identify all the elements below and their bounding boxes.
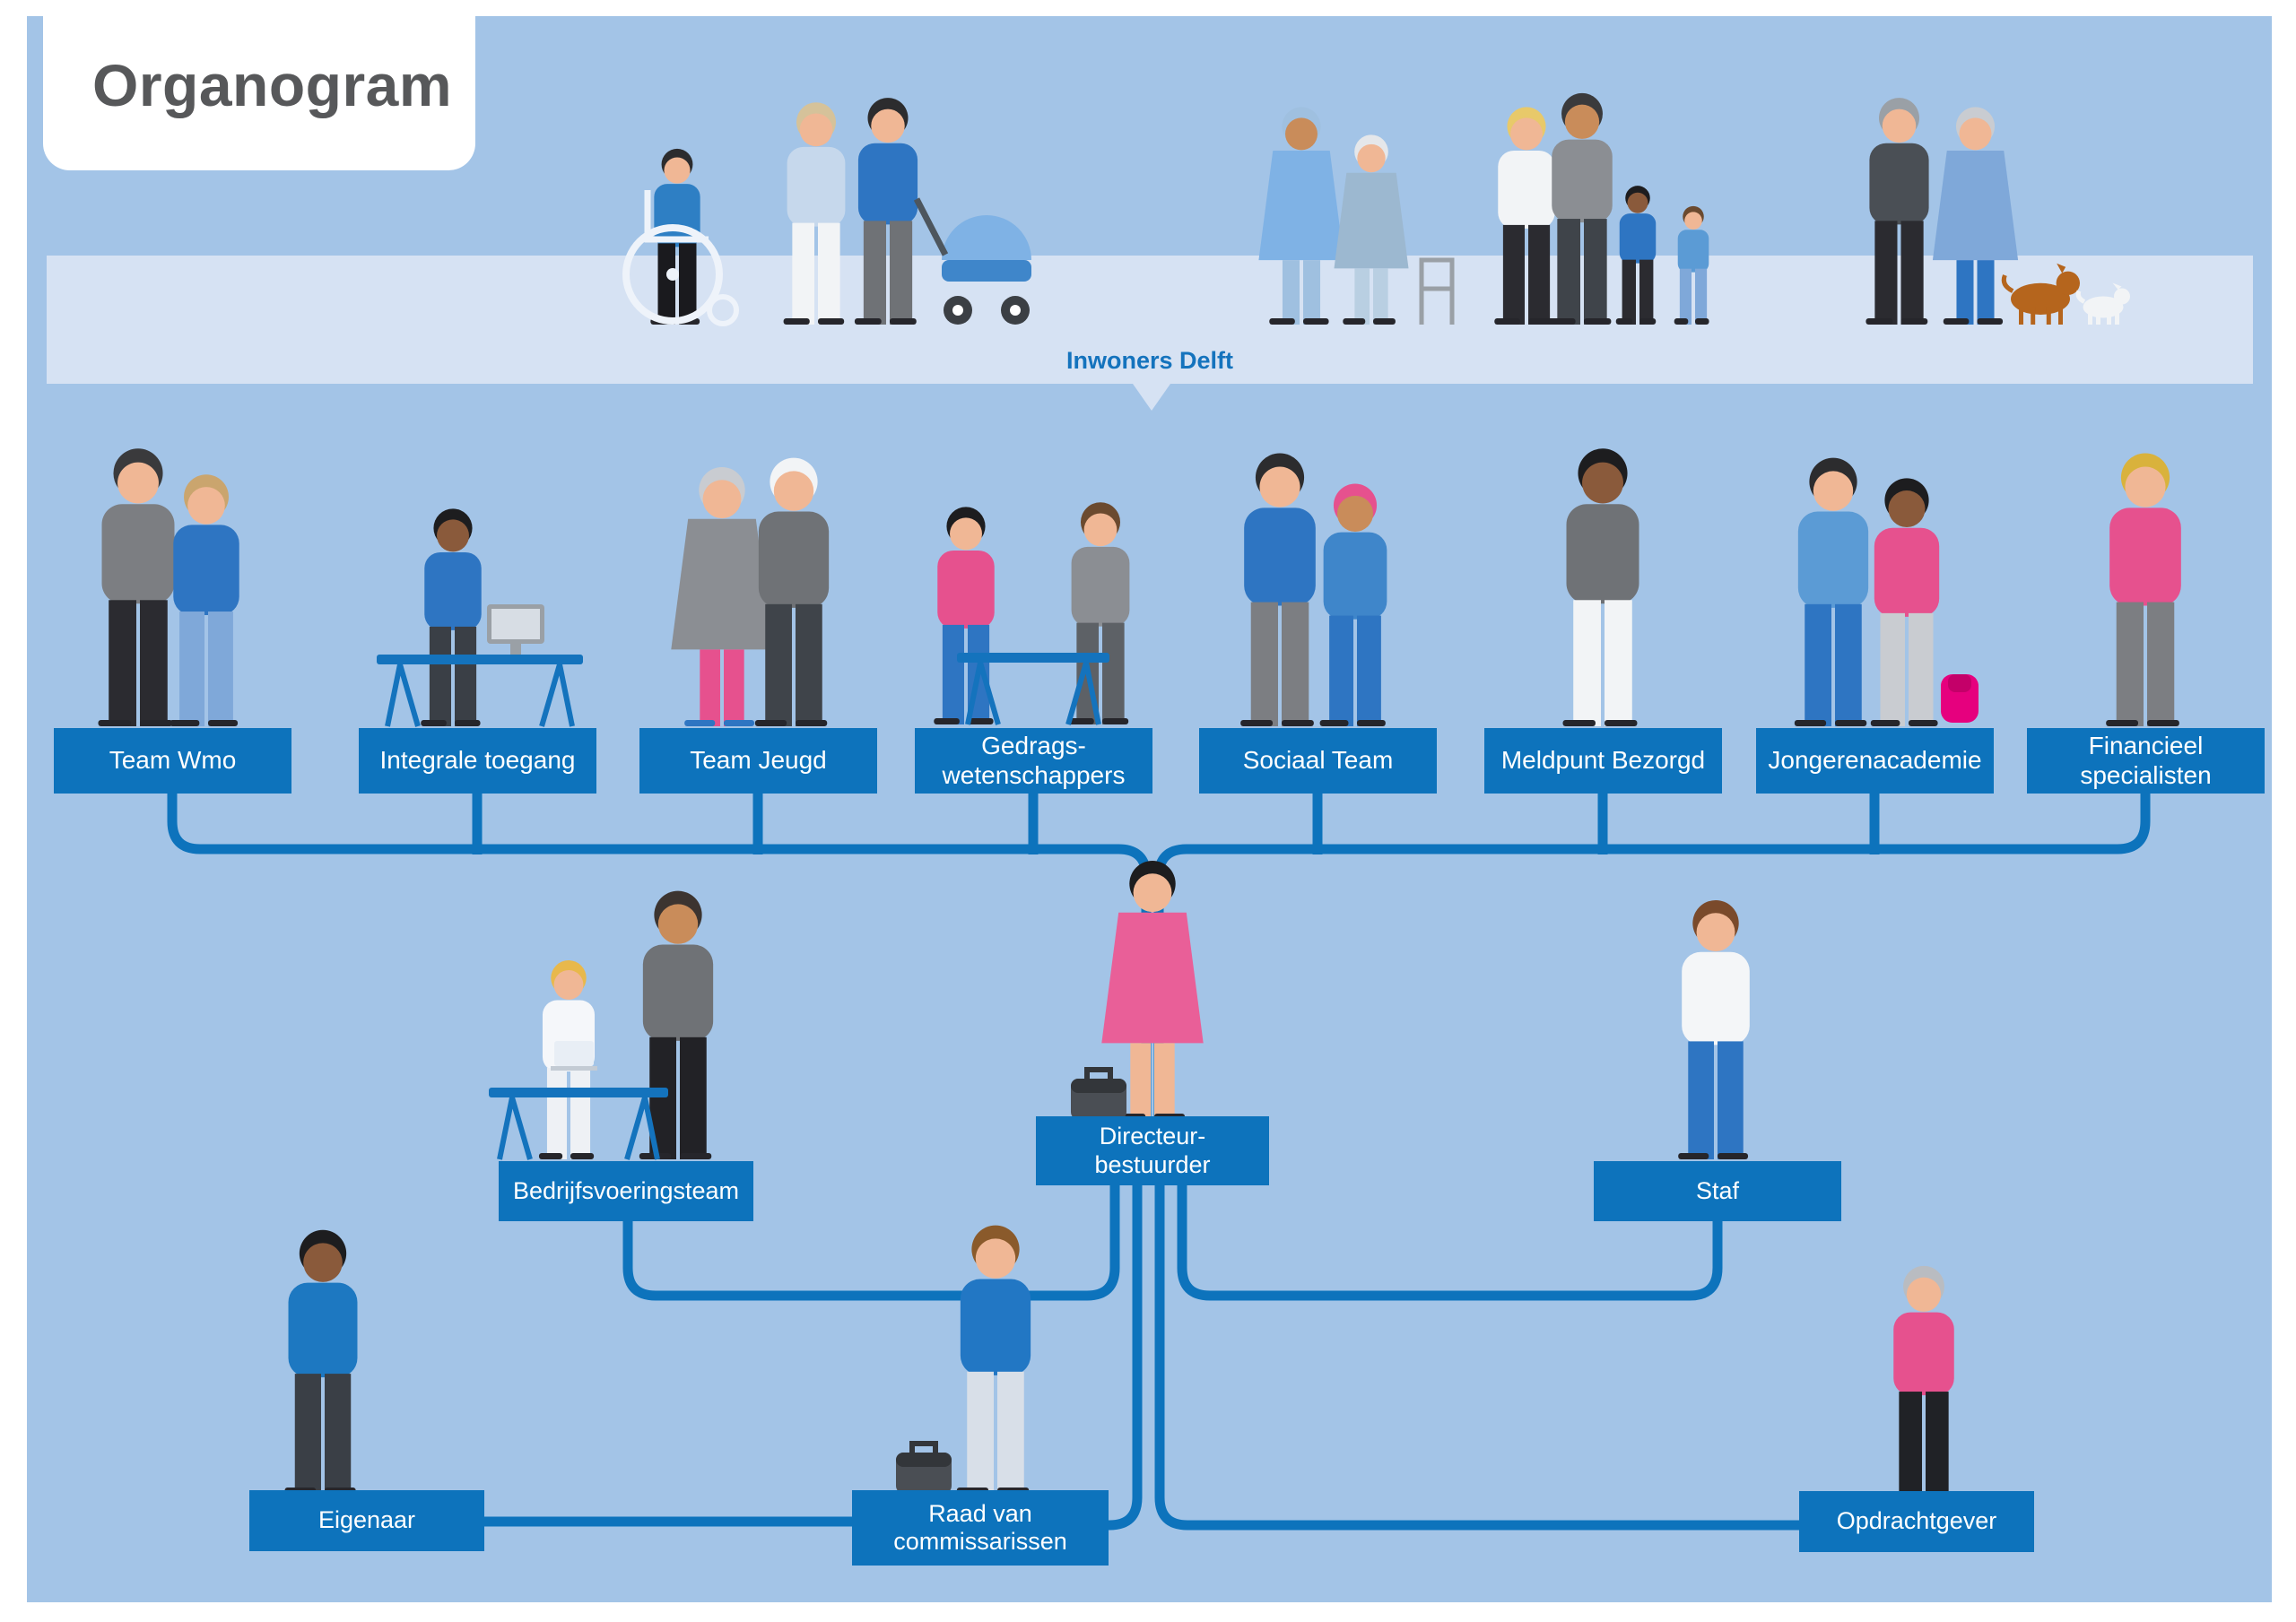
team-box-jongerenacademie: Jongerenacademie	[1756, 728, 1994, 794]
staf-box: Staf	[1594, 1161, 1841, 1221]
director-bedrijfsvoering-connector	[622, 1182, 1120, 1301]
team-jeugd-illustration	[671, 457, 830, 726]
financieel-specialisten-illustration	[2106, 453, 2181, 726]
team-box-meldpunt-bezorgd: Meldpunt Bezorgd	[1484, 728, 1722, 794]
meldpunt-bezorgd-illustration	[1562, 448, 1639, 726]
team-wmo-illustration	[98, 448, 239, 726]
team-box-gedrags-wetenschappers: Gedrags- wetenschappers	[915, 728, 1152, 794]
bedrijfsvoeringsteam-illustration	[489, 890, 714, 1160]
team-box-integrale-toegang: Integrale toegang	[359, 728, 596, 794]
director-raad-connector	[1101, 1182, 1143, 1531]
inwoners-elderly-caregiver-illustration	[1258, 107, 1455, 325]
opdrachtgever-illustration	[1890, 1265, 1954, 1497]
inwoners-dog-walkers-illustration	[1866, 98, 2130, 325]
raad-van-commissarissen-box: Raad van commissarissen	[852, 1490, 1109, 1566]
integrale-toegang-illustration	[377, 508, 583, 727]
director-box: Directeur- bestuurder	[1036, 1116, 1269, 1185]
team-box-team-jeugd: Team Jeugd	[639, 728, 877, 794]
inwoners-band-label: Inwoners Delft	[1065, 347, 1234, 374]
band-pointer-arrow	[1133, 384, 1170, 411]
eigenaar-illustration	[284, 1229, 358, 1494]
page-title: Organogram	[92, 52, 453, 118]
staf-illustration	[1678, 899, 1750, 1159]
team-box-financieel-specialisten: Financieel specialisten	[2027, 728, 2265, 794]
director-staf-connector	[1177, 1182, 1723, 1301]
jongerenacademie-illustration	[1794, 457, 1979, 726]
inwoners-family-illustration	[1494, 92, 1709, 325]
inwoners-wheelchair-user-illustration	[622, 148, 739, 326]
team-box-team-wmo: Team Wmo	[54, 728, 291, 794]
title-card: Organogram	[43, 0, 475, 170]
inwoners-couple-stroller-illustration	[783, 98, 1031, 325]
opdrachtgever-box: Opdrachtgever	[1799, 1491, 2034, 1552]
gedrags-wetenschappers-illustration	[934, 502, 1130, 725]
eigenaar-box: Eigenaar	[249, 1490, 484, 1551]
sociaal-team-illustration	[1240, 453, 1387, 726]
bedrijfsvoeringsteam-box: Bedrijfsvoeringsteam	[499, 1161, 753, 1221]
team-box-sociaal-team: Sociaal Team	[1199, 728, 1437, 794]
raad-van-commissarissen-illustration	[896, 1225, 1031, 1494]
director-opdrachtgever-connector	[1154, 1182, 1805, 1531]
directeur-bestuurder-illustration	[1071, 860, 1204, 1120]
